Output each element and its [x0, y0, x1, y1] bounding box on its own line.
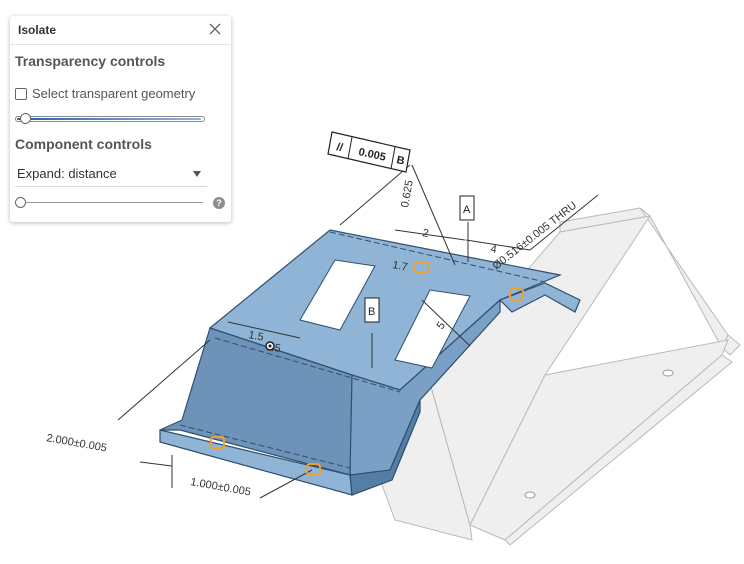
datum-a: A: [459, 195, 475, 221]
transparency-controls-heading: Transparency controls: [15, 53, 166, 69]
dimension-left: 2.000±0.005: [45, 432, 107, 454]
isolate-panel: Isolate Transparency controls Select tra…: [10, 16, 231, 222]
isolated-part: [159, 229, 581, 497]
expand-mode-value: Expand: distance: [17, 166, 117, 181]
dimension-2: 2: [421, 227, 429, 240]
close-icon[interactable]: [208, 22, 222, 36]
svg-text:0.005: 0.005: [357, 146, 386, 163]
hidden-lines: [179, 231, 546, 469]
expand-slider-track[interactable]: [15, 202, 203, 204]
dimension-lines: [117, 164, 599, 499]
highlight-markers: [210, 261, 524, 476]
dimension-4: 4: [489, 243, 497, 256]
expand-mode-select[interactable]: Expand: distance: [15, 164, 207, 187]
expand-slider-thumb[interactable]: [15, 197, 26, 208]
dimension-vertical: 0.625: [399, 179, 416, 208]
select-transparent-checkbox-row[interactable]: Select transparent geometry: [15, 86, 195, 101]
expand-distance-slider[interactable]: [15, 197, 203, 208]
transparency-slider-thumb[interactable]: [20, 113, 32, 124]
transparency-slider-fill: [17, 118, 201, 120]
feature-control-frame: // 0.005 B: [327, 131, 411, 173]
panel-header: Isolate: [10, 16, 231, 45]
help-icon[interactable]: ?: [213, 197, 225, 209]
dimension-bottom: 1.000±0.005: [189, 476, 251, 498]
svg-text:A: A: [463, 204, 471, 216]
svg-text:B: B: [395, 154, 405, 167]
slots: [299, 259, 471, 369]
transparency-slider[interactable]: [15, 113, 205, 124]
panel-title: Isolate: [18, 23, 57, 37]
select-transparent-checkbox[interactable]: [15, 87, 27, 100]
chevron-down-icon: [193, 171, 201, 177]
dimension-5: 5: [435, 320, 448, 332]
dimension-1-7: 1.7: [391, 259, 408, 273]
ghost-holes: [524, 369, 674, 499]
dimension-1-5: 1.5: [247, 329, 264, 343]
transparency-slider-track[interactable]: [15, 116, 205, 122]
select-transparent-label: Select transparent geometry: [32, 86, 196, 101]
component-controls-heading: Component controls: [15, 136, 152, 152]
svg-text://: //: [335, 141, 343, 154]
svg-text:B: B: [368, 306, 375, 318]
datum-b: B: [364, 297, 380, 323]
